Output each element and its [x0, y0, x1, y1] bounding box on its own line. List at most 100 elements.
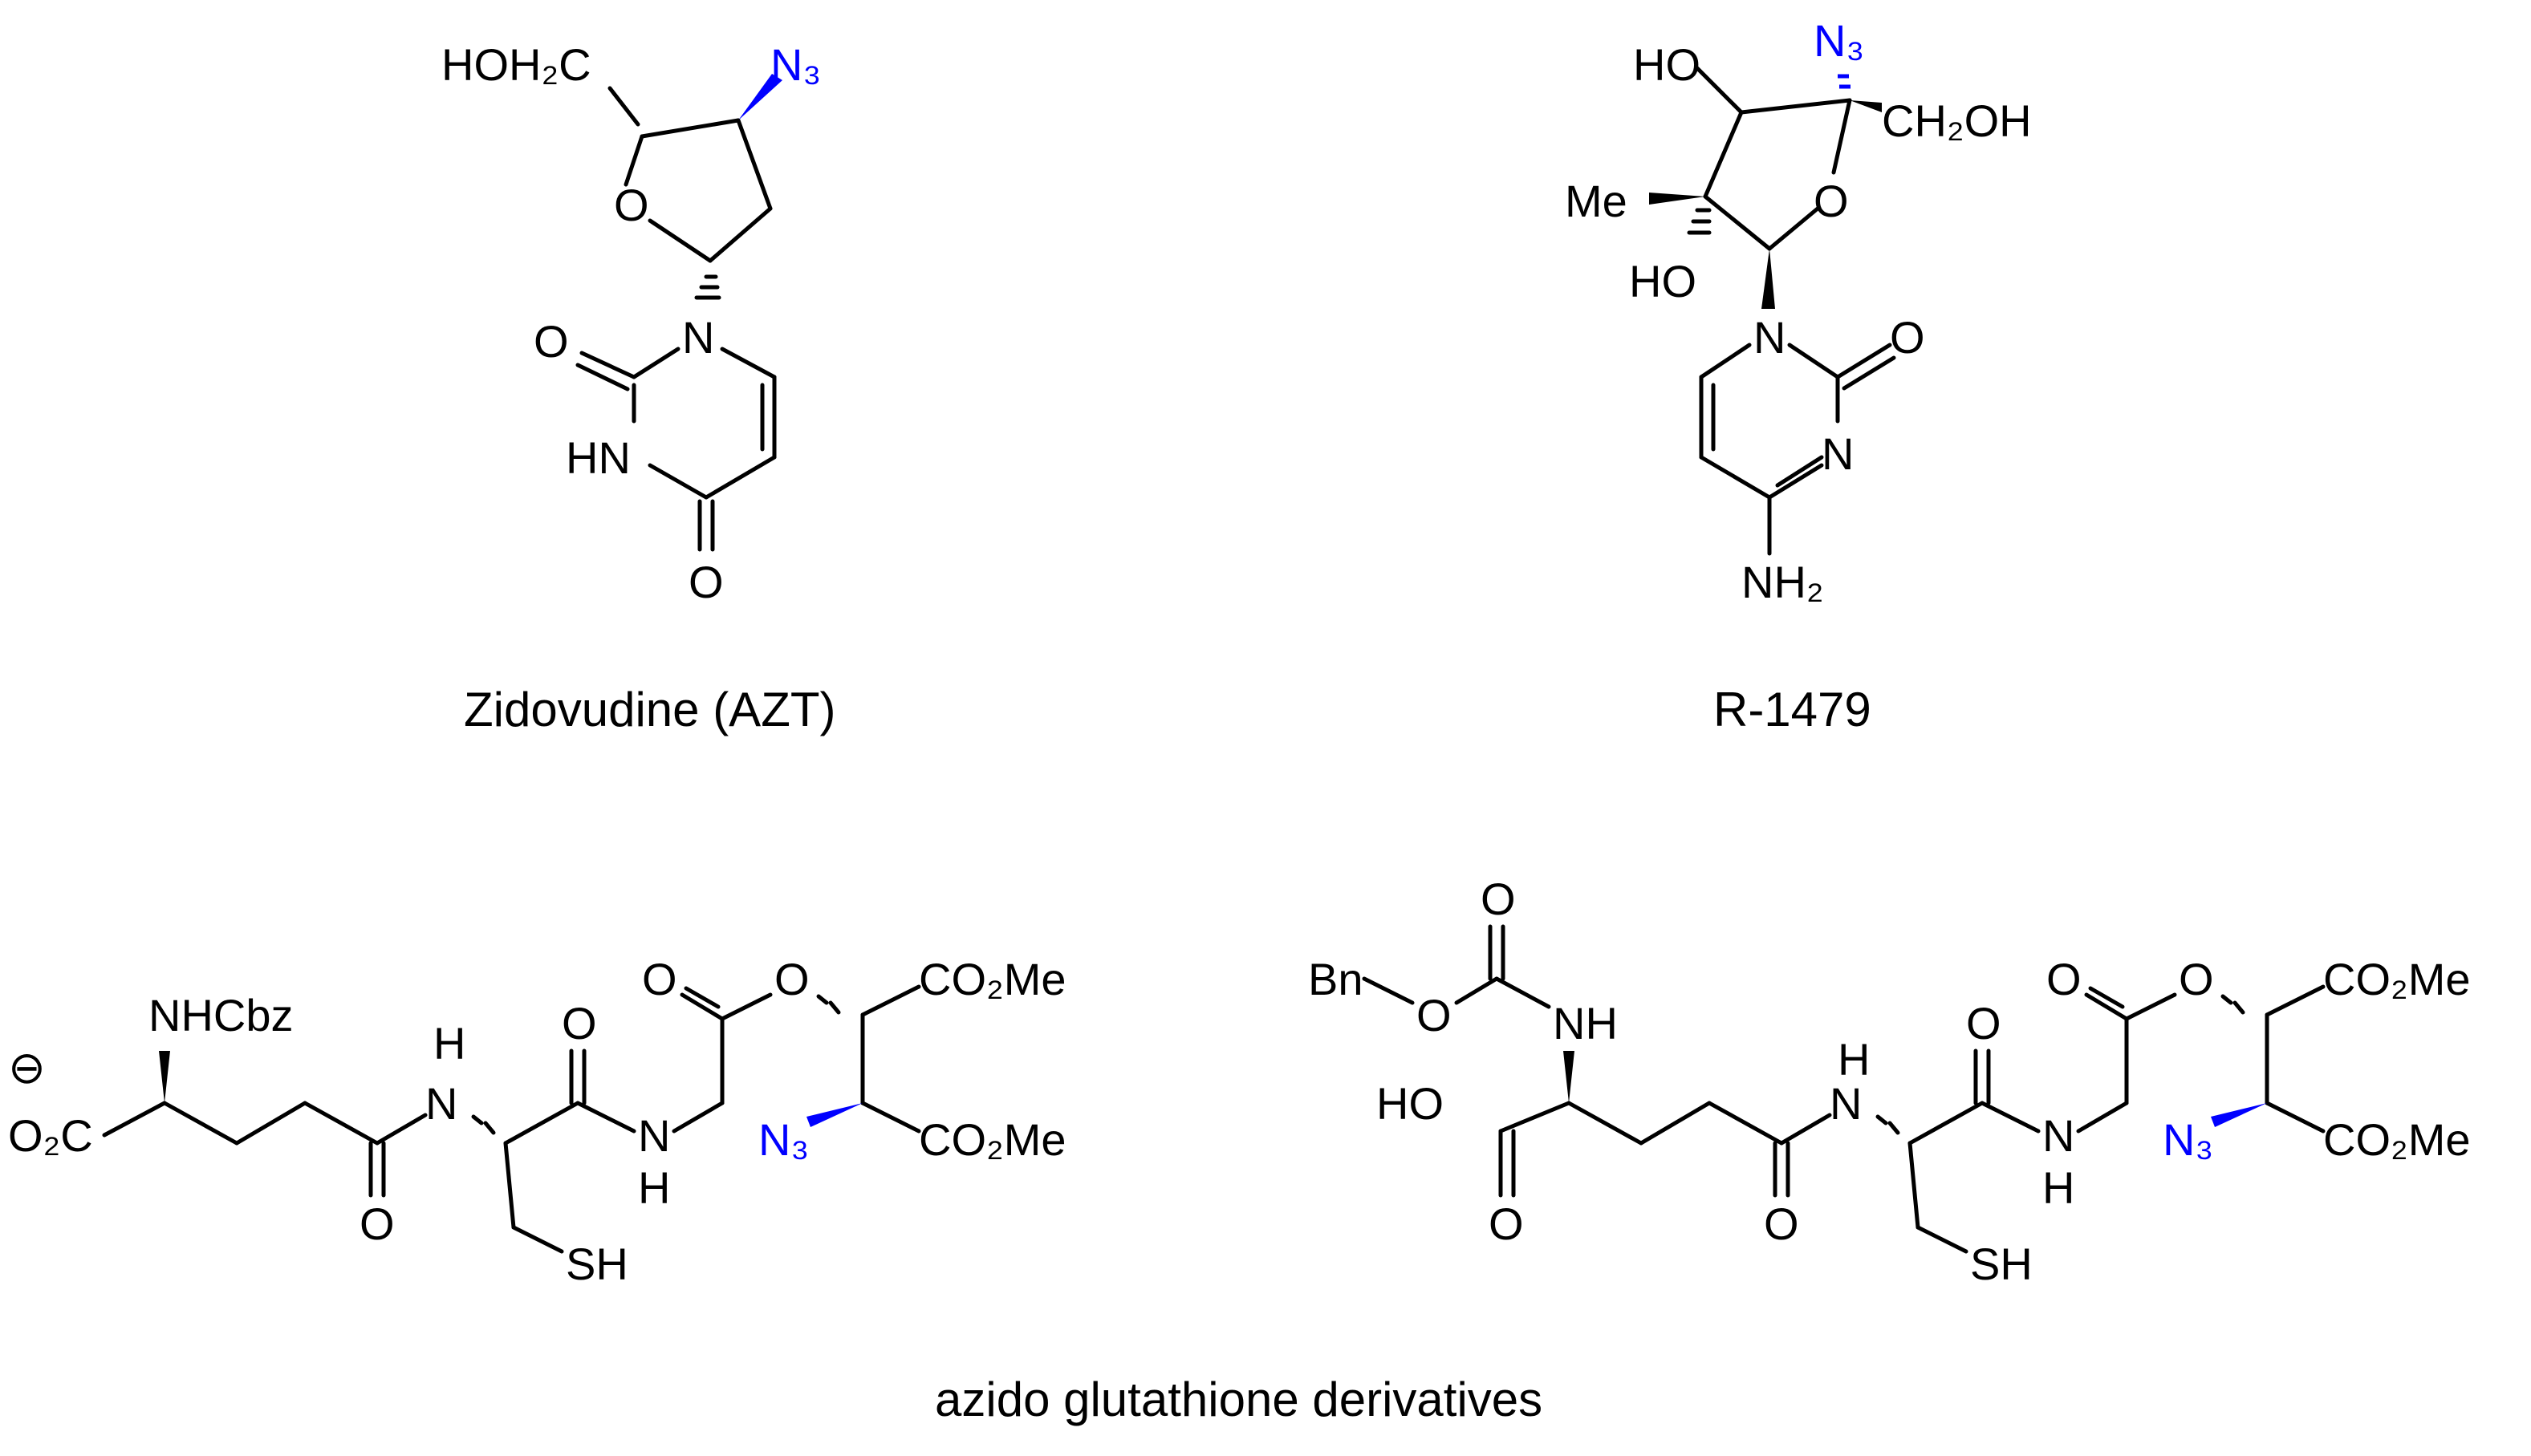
r1479-c5-c4-bond [1699, 455, 1772, 500]
azt-c4-o-label: O [689, 557, 724, 607]
g2-ca-cb-bond [1566, 1101, 1643, 1146]
r1479-ring-o-label: O [1814, 176, 1849, 226]
r1479-ho-hashed-bond [1687, 208, 1712, 235]
r1479-n3-label: N₃ [1814, 15, 1864, 66]
g2-n-amide1-label: N [1830, 1078, 1862, 1129]
r1479-c2-o-bond [1835, 343, 1892, 379]
g1-o2c-label: O₂C [8, 1110, 93, 1161]
g1-sh-label: SH [566, 1239, 628, 1289]
g1-n3-wedge [806, 1103, 863, 1127]
r1479-ho-top-label: HO [1633, 39, 1700, 90]
azt-n3-label: N₃ [770, 39, 821, 90]
g2-o-c-bond [1454, 976, 1499, 1005]
g1-n3-label: N₃ [758, 1114, 809, 1165]
azt-c2-o-bond [579, 351, 636, 379]
g2-cb-s-bond [1916, 1225, 1968, 1254]
g2-ester-co-bond [2084, 992, 2129, 1021]
azt-c4-o-bond [624, 134, 644, 187]
g1-charge-label: ⊖ [8, 1042, 46, 1093]
g1-ester-o-bond [720, 992, 773, 1021]
g2-cg-cd-bond [1707, 1101, 1784, 1146]
r1479-c3-c4-bond [1739, 98, 1852, 115]
g1-ester-co-double [684, 986, 721, 1009]
r1479-c4-n3-bond [1767, 463, 1824, 500]
azt-caption: Zidovudine (AZT) [464, 683, 835, 736]
g1-h-amide2-label: H [638, 1162, 670, 1213]
g2-nh-label: NH [1553, 998, 1618, 1048]
g1-o-amide2-label: O [562, 998, 597, 1048]
g2-h-top-label: H [1838, 1034, 1870, 1085]
g1-o2c-ca-bond [102, 1101, 167, 1138]
g2-bn-o-bond [1362, 976, 1415, 1005]
g2-cys-n-bond [1980, 1101, 2041, 1134]
g1-cb-cg-bond [234, 1101, 307, 1146]
g2-n-amide2-label: N [2042, 1110, 2074, 1161]
g1-nhcbz-label: NHCbz [148, 990, 293, 1040]
azt-c3-c2-bond [736, 118, 773, 211]
g2-cb-cg-bond [1639, 1101, 1712, 1146]
r1479-c2-n1-bond [1787, 343, 1840, 379]
g2-cd-n-bond [1779, 1113, 1832, 1146]
g2-o-amide2-label: O [1966, 998, 2001, 1048]
glutathione-1-structure: ⊖ O₂C NHCbz H N O O N H SH O O CO₂Me N₃ … [8, 954, 1066, 1289]
r1479-structure: HO N₃ CH₂OH Me O HO N O N NH₂ R-1479 [1565, 15, 2032, 736]
r1479-n3-hashed-bond [1838, 74, 1851, 89]
r1479-c3-c2-bond [1703, 110, 1744, 199]
r1479-me-wedge [1649, 193, 1705, 205]
r1479-c1-n1-wedge [1761, 249, 1775, 309]
g2-bn-label: Bn [1308, 954, 1363, 1004]
azt-hoh2c-label: HOH₂C [441, 39, 591, 90]
r1479-ho-bottom-label: HO [1629, 256, 1696, 306]
g2-c-co2me-top-bond [2265, 984, 2326, 1017]
r1479-me-label: Me [1565, 176, 1627, 226]
g2-co2me-bottom-label: CO₂Me [2323, 1114, 2471, 1165]
r1479-n1-c6-bond [1699, 343, 1752, 379]
g2-cys-hashed-bond [1875, 1114, 1900, 1135]
azt-structure: HOH₂C N₃ O N O HN O Zidovudine (AZT) [441, 39, 835, 736]
g2-ester-o-label: O [2179, 954, 2214, 1004]
g2-carbamate-o-label: O [1416, 990, 1452, 1040]
g1-c-co2me-bottom-bond [860, 1101, 921, 1134]
r1479-nh2-label: NH₂ [1741, 557, 1824, 607]
g1-co2me-bottom-label: CO₂Me [919, 1114, 1066, 1165]
g2-co2me-top-label: CO₂Me [2323, 954, 2471, 1004]
g1-cb-s-bond [511, 1225, 564, 1254]
azt-c2-o-double [575, 363, 630, 391]
g1-ester-carbonyl-o-label: O [642, 954, 677, 1004]
g1-c-co2me-top-bond [860, 984, 921, 1017]
r1479-ch2oh-wedge [1850, 100, 1882, 112]
g1-n-amide1-label: N [425, 1078, 457, 1129]
g2-ho-label: HO [1376, 1078, 1444, 1129]
g1-nhcbz-wedge [159, 1051, 170, 1103]
g1-ester-o-label: O [774, 954, 810, 1004]
g1-cys-n-bond [575, 1101, 636, 1134]
g2-c-co2me-bottom-bond [2265, 1101, 2326, 1134]
azt-c4-hashed-bond [607, 86, 640, 127]
r1479-c2-o-label: O [1890, 312, 1925, 363]
g2-n3-label: N₃ [2163, 1114, 2213, 1165]
r1479-c2-c1-bond [1703, 194, 1772, 251]
g1-ester-co-bond [680, 992, 725, 1021]
azt-hn-label: HN [566, 432, 631, 483]
g1-cd-n-bond [375, 1113, 428, 1146]
g1-cys-cb-bond [503, 1141, 516, 1230]
g2-cys-c-bond [1907, 1101, 1985, 1146]
g1-cys-c-bond [503, 1101, 580, 1146]
azt-n1-c6-bond [720, 347, 777, 379]
g1-o-amide1-label: O [360, 1198, 395, 1249]
azt-o-c1-bond [648, 218, 713, 263]
g2-cys-cb-bond [1907, 1141, 1920, 1230]
g1-ester-hashed-bond [816, 994, 841, 1015]
g2-h-amide2-label: H [2042, 1162, 2074, 1213]
azt-c1-n1-hashed-bond [694, 274, 721, 300]
g1-co2me-top-label: CO₂Me [919, 954, 1066, 1004]
r1479-n3-ring-label: N [1822, 428, 1854, 479]
azt-c2-n1-bond [632, 347, 680, 379]
g2-c-nh-bond [1494, 976, 1551, 1009]
g1-n-amide2-label: N [638, 1110, 670, 1161]
azt-c2-c1-bond [708, 206, 773, 263]
azt-n3-wedge [738, 74, 782, 120]
g1-gly-ca-bond [672, 1101, 725, 1134]
r1479-c4-o-bond [1831, 98, 1852, 175]
